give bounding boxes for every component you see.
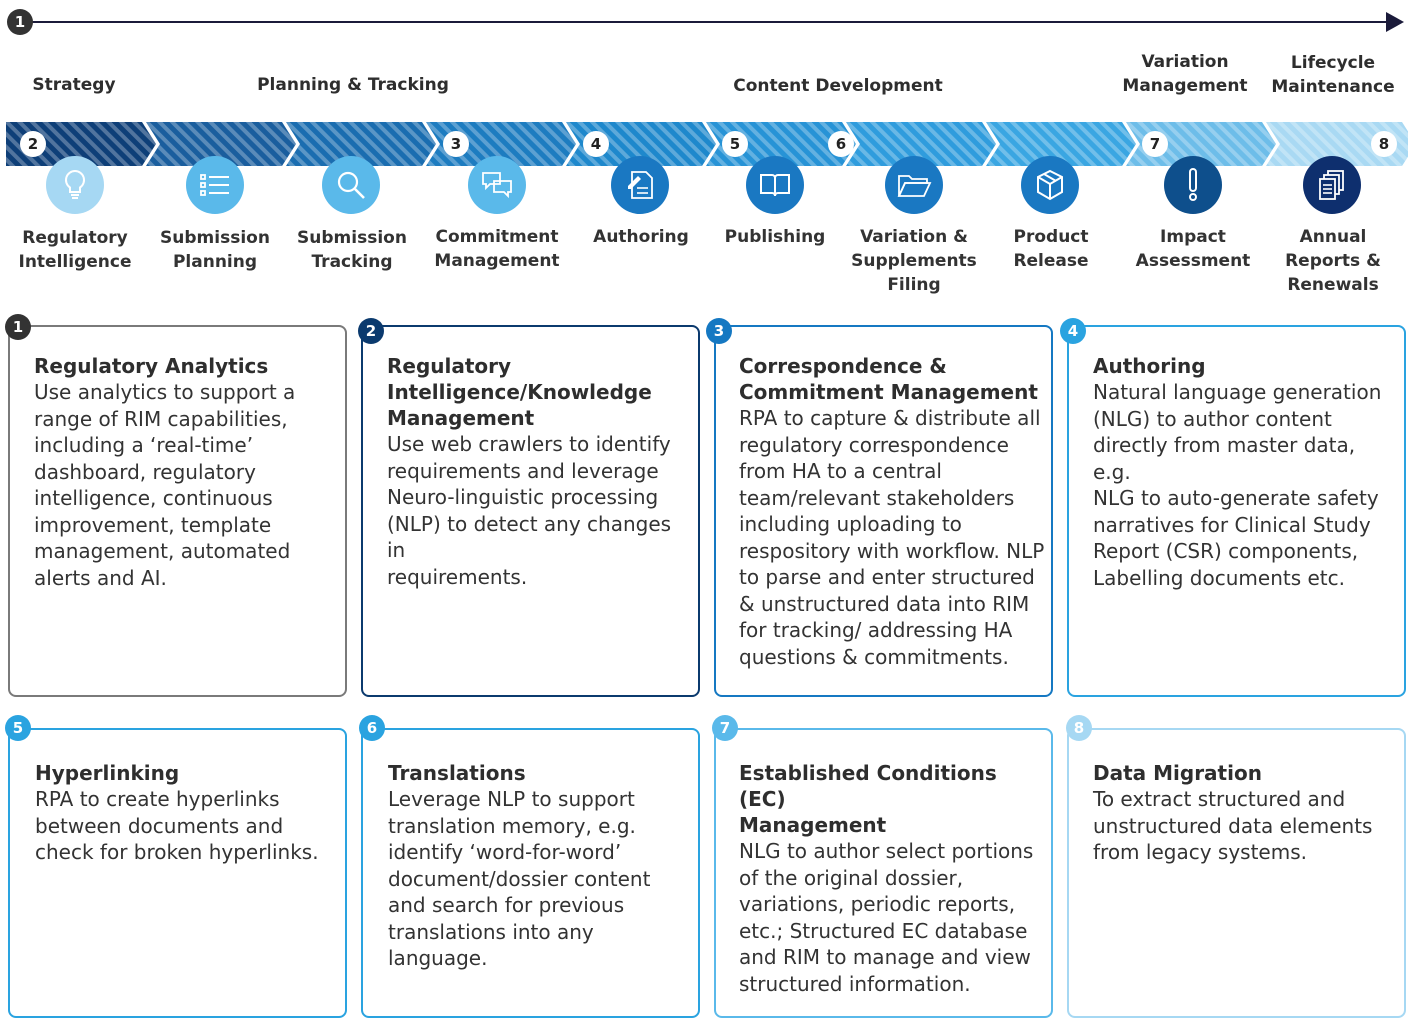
card-title: Translations [388,761,526,785]
card-title: Hyperlinking [35,761,180,785]
marker-8: 8 [1371,131,1397,157]
marker-5: 5 [722,131,748,157]
card-badge-7: 7 [712,715,738,741]
chevron-hatch [1126,122,1276,166]
card-translations: Translations Leverage NLP to support tra… [361,728,700,1018]
card-hyperlinking: Hyperlinking RPA to create hyperlinks be… [8,728,347,1018]
marker-4: 4 [583,131,609,157]
phase-planning-tracking: Planning & Tracking [257,75,449,95]
card-title: Regulatory Analytics [34,354,269,378]
step-submission-tracking: Submission Tracking [297,228,407,272]
marker-2: 2 [20,131,46,157]
chevron-hatch [6,122,156,166]
card-body: NLG to author select portions of the ori… [739,839,1034,996]
card-title: Data Migration [1093,761,1262,785]
step-annual-reports-renewals: Annual Reports & Renewals [1285,227,1381,295]
timeline-arrow [30,12,1404,32]
card-body: RPA to create hyperlinks between documen… [35,787,319,864]
card-body: Use web crawlers to identify requirement… [387,432,672,589]
process-chevron-band [6,122,1408,166]
card-title: Regulatory Intelligence/Knowledge Manage… [387,354,652,430]
card-data-migration: Data Migration To extract structured and… [1067,728,1406,1018]
card-body: Natural language generation (NLG) to aut… [1093,380,1382,590]
timeline-start-badge: 1 [7,9,33,35]
folder-icon [885,156,943,214]
phase-lifecycle-maintenance: Lifecycle Maintenance [1271,53,1395,97]
step-product-release: Product Release [1013,227,1089,271]
chevron-hatch [286,122,436,166]
card-authoring: Authoring Natural language generation (N… [1067,325,1406,697]
card-badge-8: 8 [1066,715,1092,741]
phase-variation-management: Variation Management [1122,52,1248,96]
card-established-conditions: Established Conditions (EC) Management N… [714,728,1053,1018]
package-icon [1021,156,1079,214]
card-badge-2: 2 [358,318,384,344]
step-submission-planning: Submission Planning [160,228,270,272]
marker-3: 3 [443,131,469,157]
card-correspondence-commitment: Correspondence & Commitment Management R… [714,325,1053,697]
chevron-hatch [706,122,856,166]
phase-strategy: Strategy [32,75,116,95]
step-regulatory-intelligence: Regulatory Intelligence [18,228,132,272]
phase-content-development: Content Development [733,76,943,96]
edit-document-icon [611,156,669,214]
step-publishing: Publishing [724,227,826,247]
card-body: Use analytics to support a range of RIM … [34,380,296,590]
card-body: RPA to capture & distribute all regulato… [739,406,1045,669]
card-regulatory-intelligence-knowledge: Regulatory Intelligence/Knowledge Manage… [361,325,700,697]
step-variation-supplements-filing: Variation & Supplements Filing [851,227,977,295]
card-badge-3: 3 [706,318,732,344]
card-badge-1: 1 [5,314,31,340]
search-icon [322,156,380,214]
step-authoring: Authoring [593,227,689,247]
chevron-hatch [1266,122,1408,166]
step-impact-assessment: Impact Assessment [1135,227,1251,271]
book-icon [746,156,804,214]
card-body: To extract structured and unstructured d… [1093,787,1373,864]
card-title: Correspondence & Commitment Management [739,354,1038,404]
lightbulb-icon [46,156,104,214]
chevron-hatch [146,122,296,166]
chevron-hatch [846,122,996,166]
chat-icon [468,156,526,214]
step-commitment-management: Commitment Management [434,227,560,271]
card-badge-4: 4 [1060,318,1086,344]
documents-icon [1303,156,1361,214]
card-body: Leverage NLP to support translation memo… [388,787,651,970]
card-badge-6: 6 [359,715,385,741]
card-title: Authoring [1093,354,1206,378]
exclamation-icon [1164,156,1222,214]
chevron-hatch [986,122,1136,166]
card-regulatory-analytics: Regulatory Analytics Use analytics to su… [8,325,347,697]
card-title: Established Conditions (EC) Management [739,761,997,837]
card-badge-5: 5 [5,715,31,741]
marker-7: 7 [1142,131,1168,157]
marker-6: 6 [828,131,854,157]
list-icon [186,156,244,214]
